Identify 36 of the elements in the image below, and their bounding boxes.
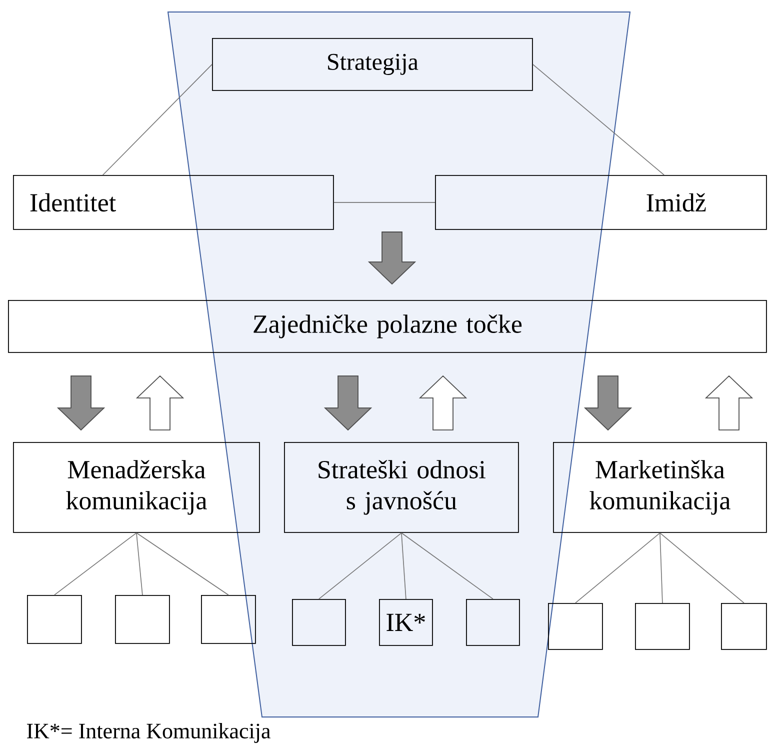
connector-line xyxy=(660,532,663,604)
block-arrow xyxy=(368,232,416,285)
label-box: Zajedničke polazne točke xyxy=(8,300,767,353)
connector-line xyxy=(54,532,137,596)
connector-line xyxy=(532,64,664,176)
label-box: Strategija xyxy=(212,38,533,91)
connector-line xyxy=(136,532,229,596)
empty-box xyxy=(115,594,170,644)
block-arrow xyxy=(136,375,184,430)
block-arrow xyxy=(56,376,106,431)
block-arrow xyxy=(418,375,468,430)
empty-box xyxy=(548,602,603,650)
label-box: Menadžerska komunikacija xyxy=(13,442,260,533)
connector-line xyxy=(334,202,436,203)
connector-line xyxy=(136,532,143,596)
empty-box xyxy=(635,602,690,650)
connector-line xyxy=(102,64,212,176)
connector-line xyxy=(575,532,660,604)
connector-line xyxy=(401,532,406,600)
footnote: IK*= Interna Komunikacija xyxy=(27,723,270,743)
connector-line xyxy=(401,532,494,600)
empty-box xyxy=(27,594,82,644)
block-arrow xyxy=(704,375,754,430)
empty-box xyxy=(201,594,256,644)
empty-box xyxy=(466,598,520,646)
empty-box xyxy=(292,598,346,646)
label-box: Identitet xyxy=(13,175,334,230)
connector-line xyxy=(660,532,744,604)
empty-box xyxy=(721,602,767,650)
label-box: Marketinška komunikacija xyxy=(553,442,767,533)
connector-line xyxy=(318,532,402,600)
small-text-box: IK* xyxy=(379,598,433,646)
block-arrow xyxy=(324,376,372,431)
label-box: Strateški odnosi s javnošću xyxy=(284,442,519,533)
label-box: Imidž xyxy=(435,175,767,230)
block-arrow xyxy=(584,376,632,431)
